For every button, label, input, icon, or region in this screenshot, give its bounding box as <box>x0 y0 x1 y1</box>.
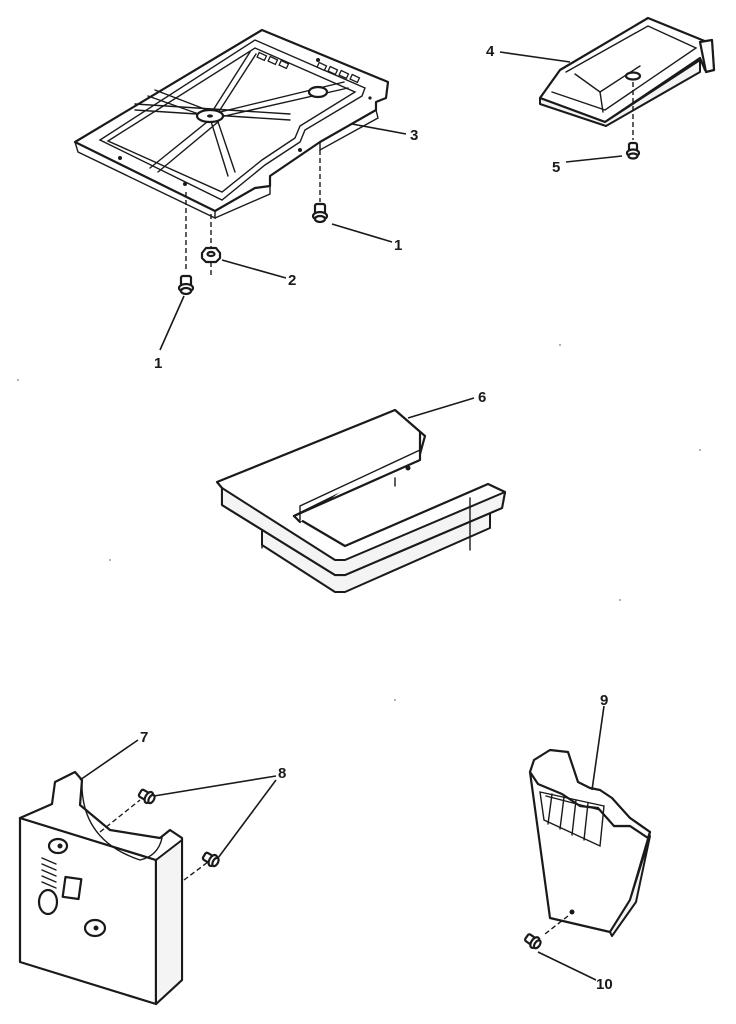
end-cap <box>528 748 652 937</box>
scan-specks <box>17 344 701 701</box>
screw-icon <box>177 274 195 296</box>
callout-5: 5 <box>552 159 560 176</box>
base-assembly-axes <box>185 150 321 278</box>
callout-3: 3 <box>410 127 418 144</box>
callout-1-right: 1 <box>394 237 402 254</box>
tray <box>538 16 716 127</box>
callout-9: 9 <box>600 692 608 709</box>
screw-icon <box>311 202 329 224</box>
callout-8: 8 <box>278 765 286 782</box>
screw-icon <box>137 788 156 805</box>
callout-labels: 1 1 2 3 4 5 6 7 8 9 10 <box>140 43 613 993</box>
side-panel <box>18 770 184 1006</box>
callout-6: 6 <box>478 389 486 406</box>
callout-7: 7 <box>140 729 148 746</box>
callout-10: 10 <box>596 976 613 993</box>
callout-4: 4 <box>486 43 495 60</box>
screw-icon <box>524 933 542 950</box>
screw-icon <box>201 851 220 868</box>
callout-1-left: 1 <box>154 355 162 372</box>
screw-icon <box>625 141 641 160</box>
callout-2: 2 <box>288 272 296 289</box>
end-cap-assembly-axis <box>544 915 569 935</box>
leader-lines <box>79 51 623 981</box>
frame-top <box>215 408 507 593</box>
panel-assembly-axes <box>99 799 209 881</box>
base-plate <box>73 28 390 220</box>
nut-icon <box>200 246 222 264</box>
